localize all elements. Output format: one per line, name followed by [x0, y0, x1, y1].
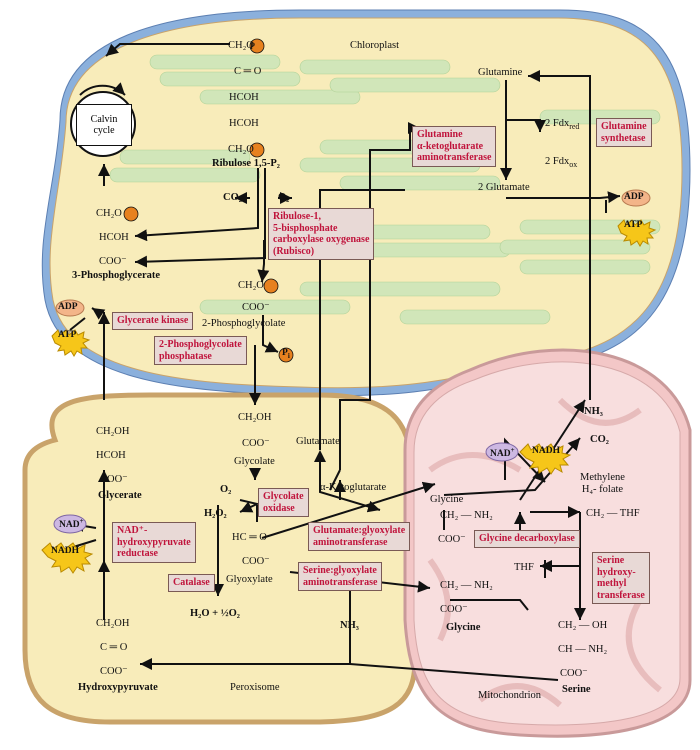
- o2-peroxisome: O₂: [220, 484, 232, 495]
- rubp-hcoh-2: HCOH: [229, 118, 259, 129]
- glycolate-coo: COO⁻: [242, 438, 270, 449]
- rubp-name: Ribulose 1,5-P₂: [212, 158, 280, 169]
- glycine2-name: Glycine: [446, 622, 481, 633]
- glycerate-hcoh: HCOH: [96, 450, 126, 461]
- hp-name: Hydroxypyruvate: [78, 682, 158, 693]
- enzyme-glycerate-kinase: Glycerate kinase: [112, 312, 194, 330]
- peroxisome: [22, 392, 418, 725]
- fdx-red: 2 Fdxred: [545, 118, 580, 132]
- fdx-ox: 2 Fdxox: [545, 156, 578, 170]
- peroxisome-label: Peroxisome: [230, 682, 280, 693]
- phosphate-icon: P: [250, 41, 256, 51]
- glycine1-coo: COO⁻: [438, 534, 466, 545]
- chloroplast: [41, 9, 691, 397]
- glycerate-coo: COO⁻: [100, 474, 128, 485]
- co2-chloroplast: CO₂: [223, 192, 242, 203]
- serine-ch: CH — NH₂: [558, 644, 608, 655]
- pg-name: 3-Phosphoglycerate: [72, 270, 161, 281]
- glycerate-name: Glycerate: [98, 490, 142, 501]
- rubp-ch2o-top: CH₂O: [228, 40, 254, 51]
- enzyme-serine-hydroxymethyl-transferase: Serine hydroxy- methyl transferase: [592, 552, 650, 604]
- adp-left: ADP: [58, 302, 78, 312]
- ch2-thf: CH₂ — THF: [586, 508, 640, 519]
- akg-label: α-Ketoglutarate: [320, 482, 387, 493]
- pg-ch2o: CH₂O: [96, 208, 122, 219]
- nh3-mito: NH₃: [584, 406, 603, 417]
- enzyme-glutamine-akg-aminotransferase: Glutamine α-ketoglutarate aminotransfera…: [412, 126, 497, 167]
- cofactor-badges: [41, 189, 657, 574]
- nh3-peroxisome: NH₃: [340, 620, 359, 631]
- glyoxylate-coo: COO⁻: [242, 556, 270, 567]
- enzyme-glutamine-synthetase: Glutamine synthetase: [596, 118, 652, 147]
- glycine1-ch2: CH₂ — NH₂: [440, 510, 493, 521]
- pg-hcoh: HCOH: [99, 232, 129, 243]
- o2-chloroplast: O₂: [278, 192, 290, 203]
- serine-coo: COO⁻: [560, 668, 588, 679]
- glycolate-ch2oh: CH₂OH: [238, 412, 272, 423]
- enzyme-catalase: Catalase: [168, 574, 215, 592]
- enzyme-glutamate-glyoxylate-aminotransferase: Glutamate:glyoxylate aminotransferase: [308, 522, 411, 551]
- water-oxygen-products: H₂O + ½O₂: [190, 608, 240, 619]
- glyoxylate-hc: HC ═ O: [232, 532, 267, 543]
- glycolate-name: Glycolate: [234, 456, 275, 467]
- p2g-name: 2-Phosphoglycolate: [202, 318, 286, 329]
- two-glutamate: 2 Glutamate: [478, 182, 530, 193]
- enzyme-phosphoglycolate-phosphatase: 2-Phosphoglycolate phosphatase: [154, 336, 247, 365]
- pi-label: Pi: [282, 348, 290, 360]
- enzyme-serine-glyoxylate-aminotransferase: Serine:glyoxylate aminotransferase: [298, 562, 383, 591]
- chloroplast-label: Chloroplast: [350, 40, 399, 51]
- hp-ch2oh: CH₂OH: [96, 618, 130, 629]
- atp-right: ATP: [624, 220, 643, 230]
- p2g-ch2o: CH₂O: [238, 280, 264, 291]
- methylene-thf: Methylene H₄- folate: [580, 472, 625, 496]
- enzyme-glycolate-oxidase: Glycolate oxidase: [258, 488, 309, 517]
- enzyme-rubisco: Ribulose-1, 5-bisphosphate carboxylase o…: [268, 208, 375, 260]
- hp-keto: C ═ O: [100, 642, 128, 653]
- h2o2-label: H₂O₂: [204, 508, 227, 519]
- glycine1-name: Glycine: [430, 494, 464, 505]
- rubp-hcoh-1: HCOH: [229, 92, 259, 103]
- atp-left: ATP: [58, 330, 77, 340]
- nad-plus-peroxisome: NAD+: [59, 517, 84, 531]
- enzyme-hydroxypyruvate-reductase: NAD⁺- hydroxypyruvate reductase: [112, 522, 196, 563]
- calvin-cycle-box: Calvin cycle: [76, 104, 132, 146]
- nad-plus-mito: NAD+: [490, 446, 515, 460]
- glycerate-ch2oh: CH₂OH: [96, 426, 130, 437]
- p2g-coo: COO⁻: [242, 302, 270, 313]
- glycine2-ch2: CH₂ — NH₂: [440, 580, 493, 591]
- phosphate-markers: [123, 38, 294, 363]
- rubp-ch2o-bottom: CH₂O: [228, 144, 254, 155]
- pg-coo: COO⁻: [99, 256, 127, 267]
- mitochondrion-label: Mitochondrion: [478, 690, 541, 701]
- hp-coo: COO⁻: [100, 666, 128, 677]
- rubp-keto: C ═ O: [234, 66, 262, 77]
- serine-name: Serine: [562, 684, 591, 695]
- glycine2-coo: COO⁻: [440, 604, 468, 615]
- enzyme-glycine-decarboxylase: Glycine decarboxylase: [474, 530, 580, 548]
- serine-ch2oh: CH₂ — OH: [558, 620, 608, 631]
- glyoxylate-name: Glyoxylate: [226, 574, 273, 585]
- nadh-peroxisome: NADH: [51, 546, 79, 556]
- glutamate-label: Glutamate: [296, 436, 340, 447]
- co2-mito: CO₂: [590, 434, 609, 445]
- nadh-mito: NADH: [532, 446, 560, 456]
- thf-label: THF: [514, 562, 534, 573]
- adp-right: ADP: [624, 192, 644, 202]
- glutamine-label: Glutamine: [478, 67, 523, 78]
